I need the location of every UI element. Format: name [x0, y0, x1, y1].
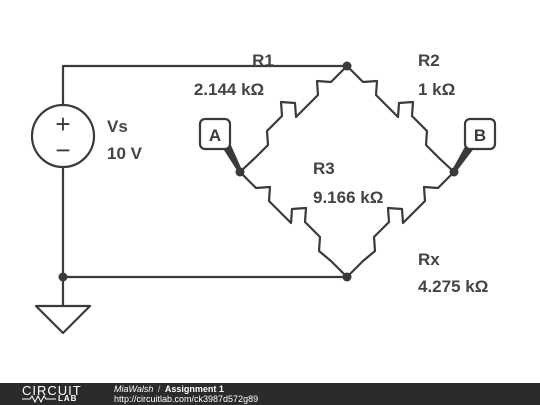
- logo-resistor-icon: [22, 395, 56, 403]
- probe-b-tip: [452, 143, 475, 172]
- logo-sub-text: LAB: [58, 394, 78, 403]
- node-top: [342, 61, 352, 71]
- circuit-title: Assignment 1: [164, 384, 224, 394]
- resistor-r3[interactable]: [238, 170, 349, 279]
- r1-value: 2.144 kΩ: [194, 80, 264, 99]
- r2-name: R2: [418, 51, 440, 70]
- author-link[interactable]: MiaWalsh: [114, 384, 154, 394]
- probe-a[interactable]: A: [198, 117, 242, 172]
- ground-icon: [34, 304, 92, 335]
- voltage-source[interactable]: + −: [30, 103, 96, 169]
- logo-text: CIRCUIT: [22, 383, 82, 398]
- node-bottom: [342, 272, 352, 282]
- rx-value: 4.275 kΩ: [418, 277, 488, 296]
- node-ground: [58, 272, 68, 282]
- rx-name: Rx: [418, 250, 440, 269]
- wire-top: [61, 64, 349, 107]
- circuitlab-logo[interactable]: CIRCUIT LAB: [22, 383, 94, 403]
- resistor-r2[interactable]: [345, 64, 456, 174]
- r2-value: 1 kΩ: [418, 80, 455, 99]
- r3-value: 9.166 kΩ: [313, 188, 383, 207]
- minus-symbol: −: [55, 135, 70, 165]
- r1-name: R1: [252, 51, 274, 70]
- breadcrumb-separator: /: [157, 384, 161, 394]
- r3-name: R3: [313, 159, 335, 178]
- probe-a-tip: [222, 143, 242, 172]
- circuit-url-link[interactable]: http://circuitlab.com/ck3987d572g89: [114, 394, 259, 404]
- footer-bar: CIRCUIT LAB MiaWalsh / Assignment 1 http…: [0, 383, 540, 405]
- resistor-rx[interactable]: [345, 170, 456, 279]
- probe-a-label: A: [209, 126, 221, 145]
- vs-name: Vs: [107, 117, 128, 136]
- footer-meta: MiaWalsh / Assignment 1: [114, 384, 224, 394]
- vs-value: 10 V: [107, 144, 143, 163]
- resistor-r1[interactable]: [238, 64, 349, 174]
- circuit-schematic: + − A B Vs 10 V R1 2.144 k: [30, 51, 497, 335]
- plus-symbol: +: [55, 109, 70, 139]
- probe-b-label: B: [474, 126, 486, 145]
- probe-b[interactable]: B: [452, 117, 497, 172]
